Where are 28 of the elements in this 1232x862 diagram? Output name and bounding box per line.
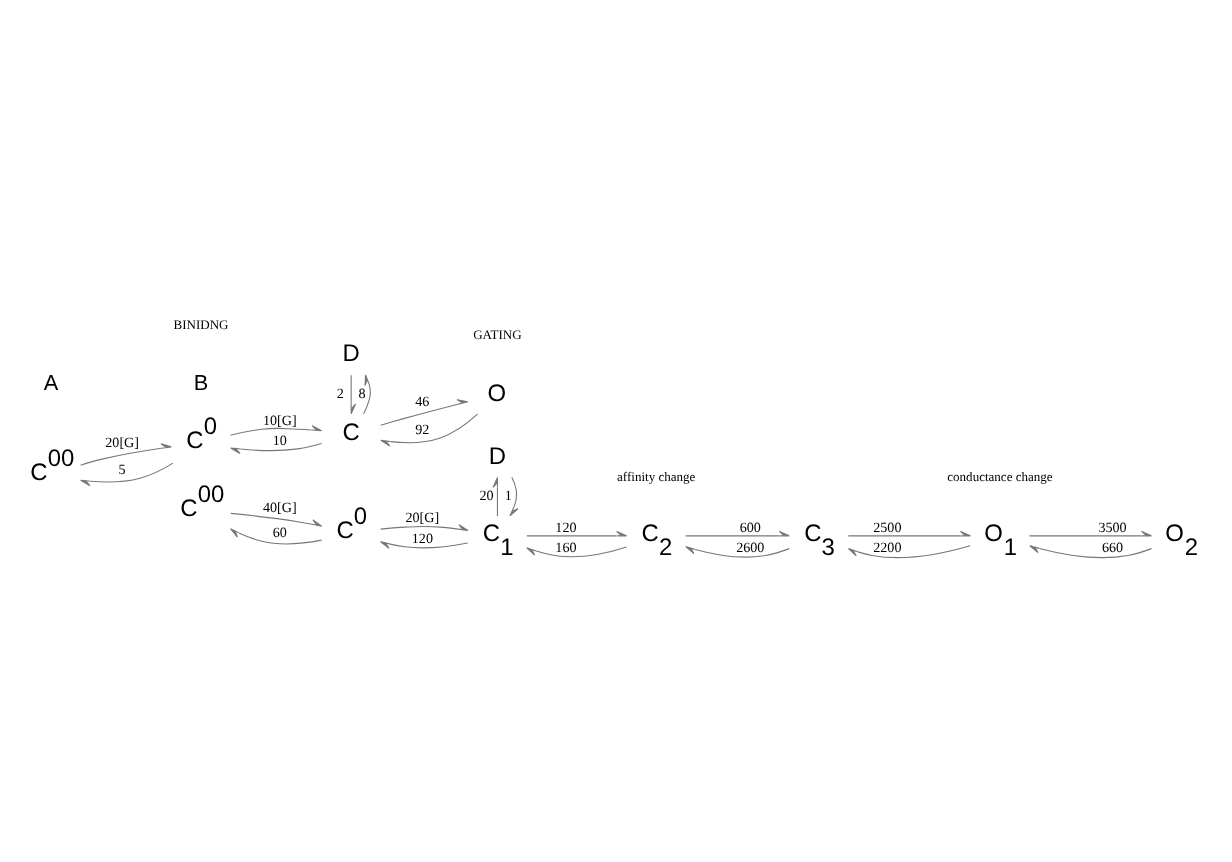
arrow: [847, 529, 971, 536]
arrow: [380, 540, 469, 548]
arrow: [350, 373, 357, 414]
arrow: [380, 412, 479, 446]
arrow: [230, 527, 323, 544]
node-text: C: [342, 416, 360, 445]
arrow: [1028, 529, 1152, 536]
label: A: [43, 371, 59, 396]
arrow: [80, 442, 172, 465]
label: B: [193, 371, 209, 396]
arrow: [847, 544, 971, 558]
node-text: D: [488, 440, 507, 469]
arrow: [380, 398, 469, 425]
arrow: [526, 545, 628, 557]
arrow: [363, 373, 371, 414]
arrow: [509, 475, 519, 516]
node-text: O: [487, 377, 507, 406]
node-text: D: [342, 338, 360, 367]
arrow: [80, 461, 174, 486]
arrow: [230, 511, 323, 526]
arrow: [230, 441, 323, 453]
arrow: [492, 476, 498, 516]
arrow: [685, 529, 790, 536]
arrow: [1029, 544, 1153, 558]
arrow: [685, 545, 790, 557]
arrow: [229, 424, 323, 435]
arrow: [526, 529, 627, 536]
arrow: [380, 523, 469, 531]
